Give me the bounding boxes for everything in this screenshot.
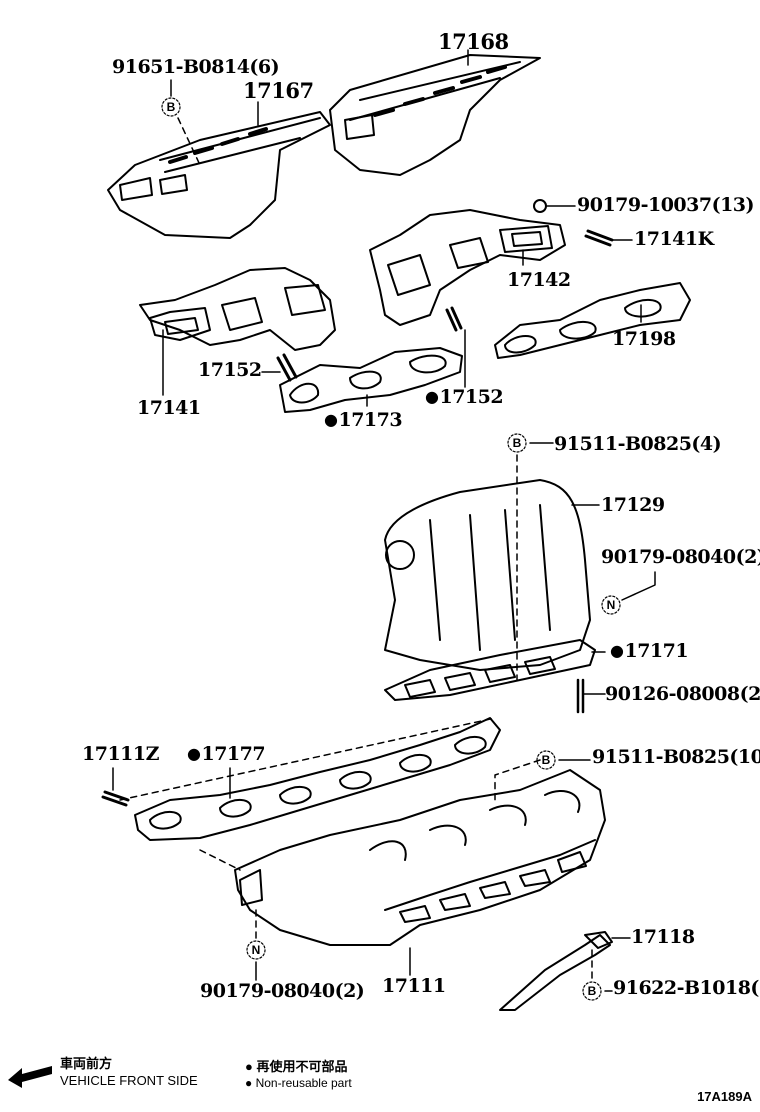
svg-text:B: B xyxy=(542,753,551,767)
part-label-90179-10037: 90179-10037(13) xyxy=(577,194,755,216)
part-label-91622-B1018: 91622-B1018(2) xyxy=(613,977,760,999)
part-label-17177: 17177 xyxy=(187,745,265,764)
part-label-17141K: 17141K xyxy=(634,228,714,250)
part-label-17168: 17168 xyxy=(438,29,509,54)
part-label-17198: 17198 xyxy=(612,328,676,350)
part-label-17171: 17171 xyxy=(610,642,688,661)
part-label-90179-08040-lower: 90179-08040(2) xyxy=(200,980,365,1002)
non-reusable-en: Non-reusable part xyxy=(255,1076,352,1090)
part-label-17141: 17141 xyxy=(137,397,201,419)
part-label-17129: 17129 xyxy=(601,494,665,516)
non-reusable-legend: ● 再使用不可部品 ● Non-reusable part xyxy=(245,1058,352,1092)
part-label-17152-right: 17152 xyxy=(425,388,503,407)
non-reusable-jp: 再使用不可部品 xyxy=(256,1059,348,1074)
part-label-17167: 17167 xyxy=(243,78,314,103)
part-label-17118: 17118 xyxy=(631,926,695,948)
part-label-91651-B0814: 91651-B0814(6) xyxy=(112,56,280,78)
bullet-icon: ● xyxy=(245,1076,253,1090)
svg-text:B: B xyxy=(167,100,176,114)
svg-text:N: N xyxy=(607,598,616,612)
part-label-91511-B0825-4: 91511-B0825(4) xyxy=(554,433,722,455)
vehicle-front-jp: 車両前方 xyxy=(60,1056,113,1071)
svg-text:N: N xyxy=(252,943,261,957)
part-label-17152-left: 17152 xyxy=(198,359,262,381)
part-label-90126-08008: 90126-08008(2) xyxy=(605,683,760,705)
part-label-17142: 17142 xyxy=(507,269,571,291)
vehicle-front-en: VEHICLE FRONT SIDE xyxy=(60,1073,198,1088)
part-label-17111Z: 17111Z xyxy=(82,743,159,765)
part-label-17111: 17111 xyxy=(382,975,446,997)
part-label-91511-B0825-10: 91511-B0825(10) xyxy=(592,746,760,768)
vehicle-front-legend: 車両前方 VEHICLE FRONT SIDE xyxy=(60,1055,198,1089)
bullet-icon: ● xyxy=(245,1059,253,1074)
part-label-17173: 17173 xyxy=(324,411,402,430)
part-label-90179-08040-upper: 90179-08040(2) xyxy=(601,546,760,568)
svg-text:B: B xyxy=(588,984,597,998)
svg-text:B: B xyxy=(513,436,522,450)
figure-code: 17A189A xyxy=(697,1089,752,1104)
